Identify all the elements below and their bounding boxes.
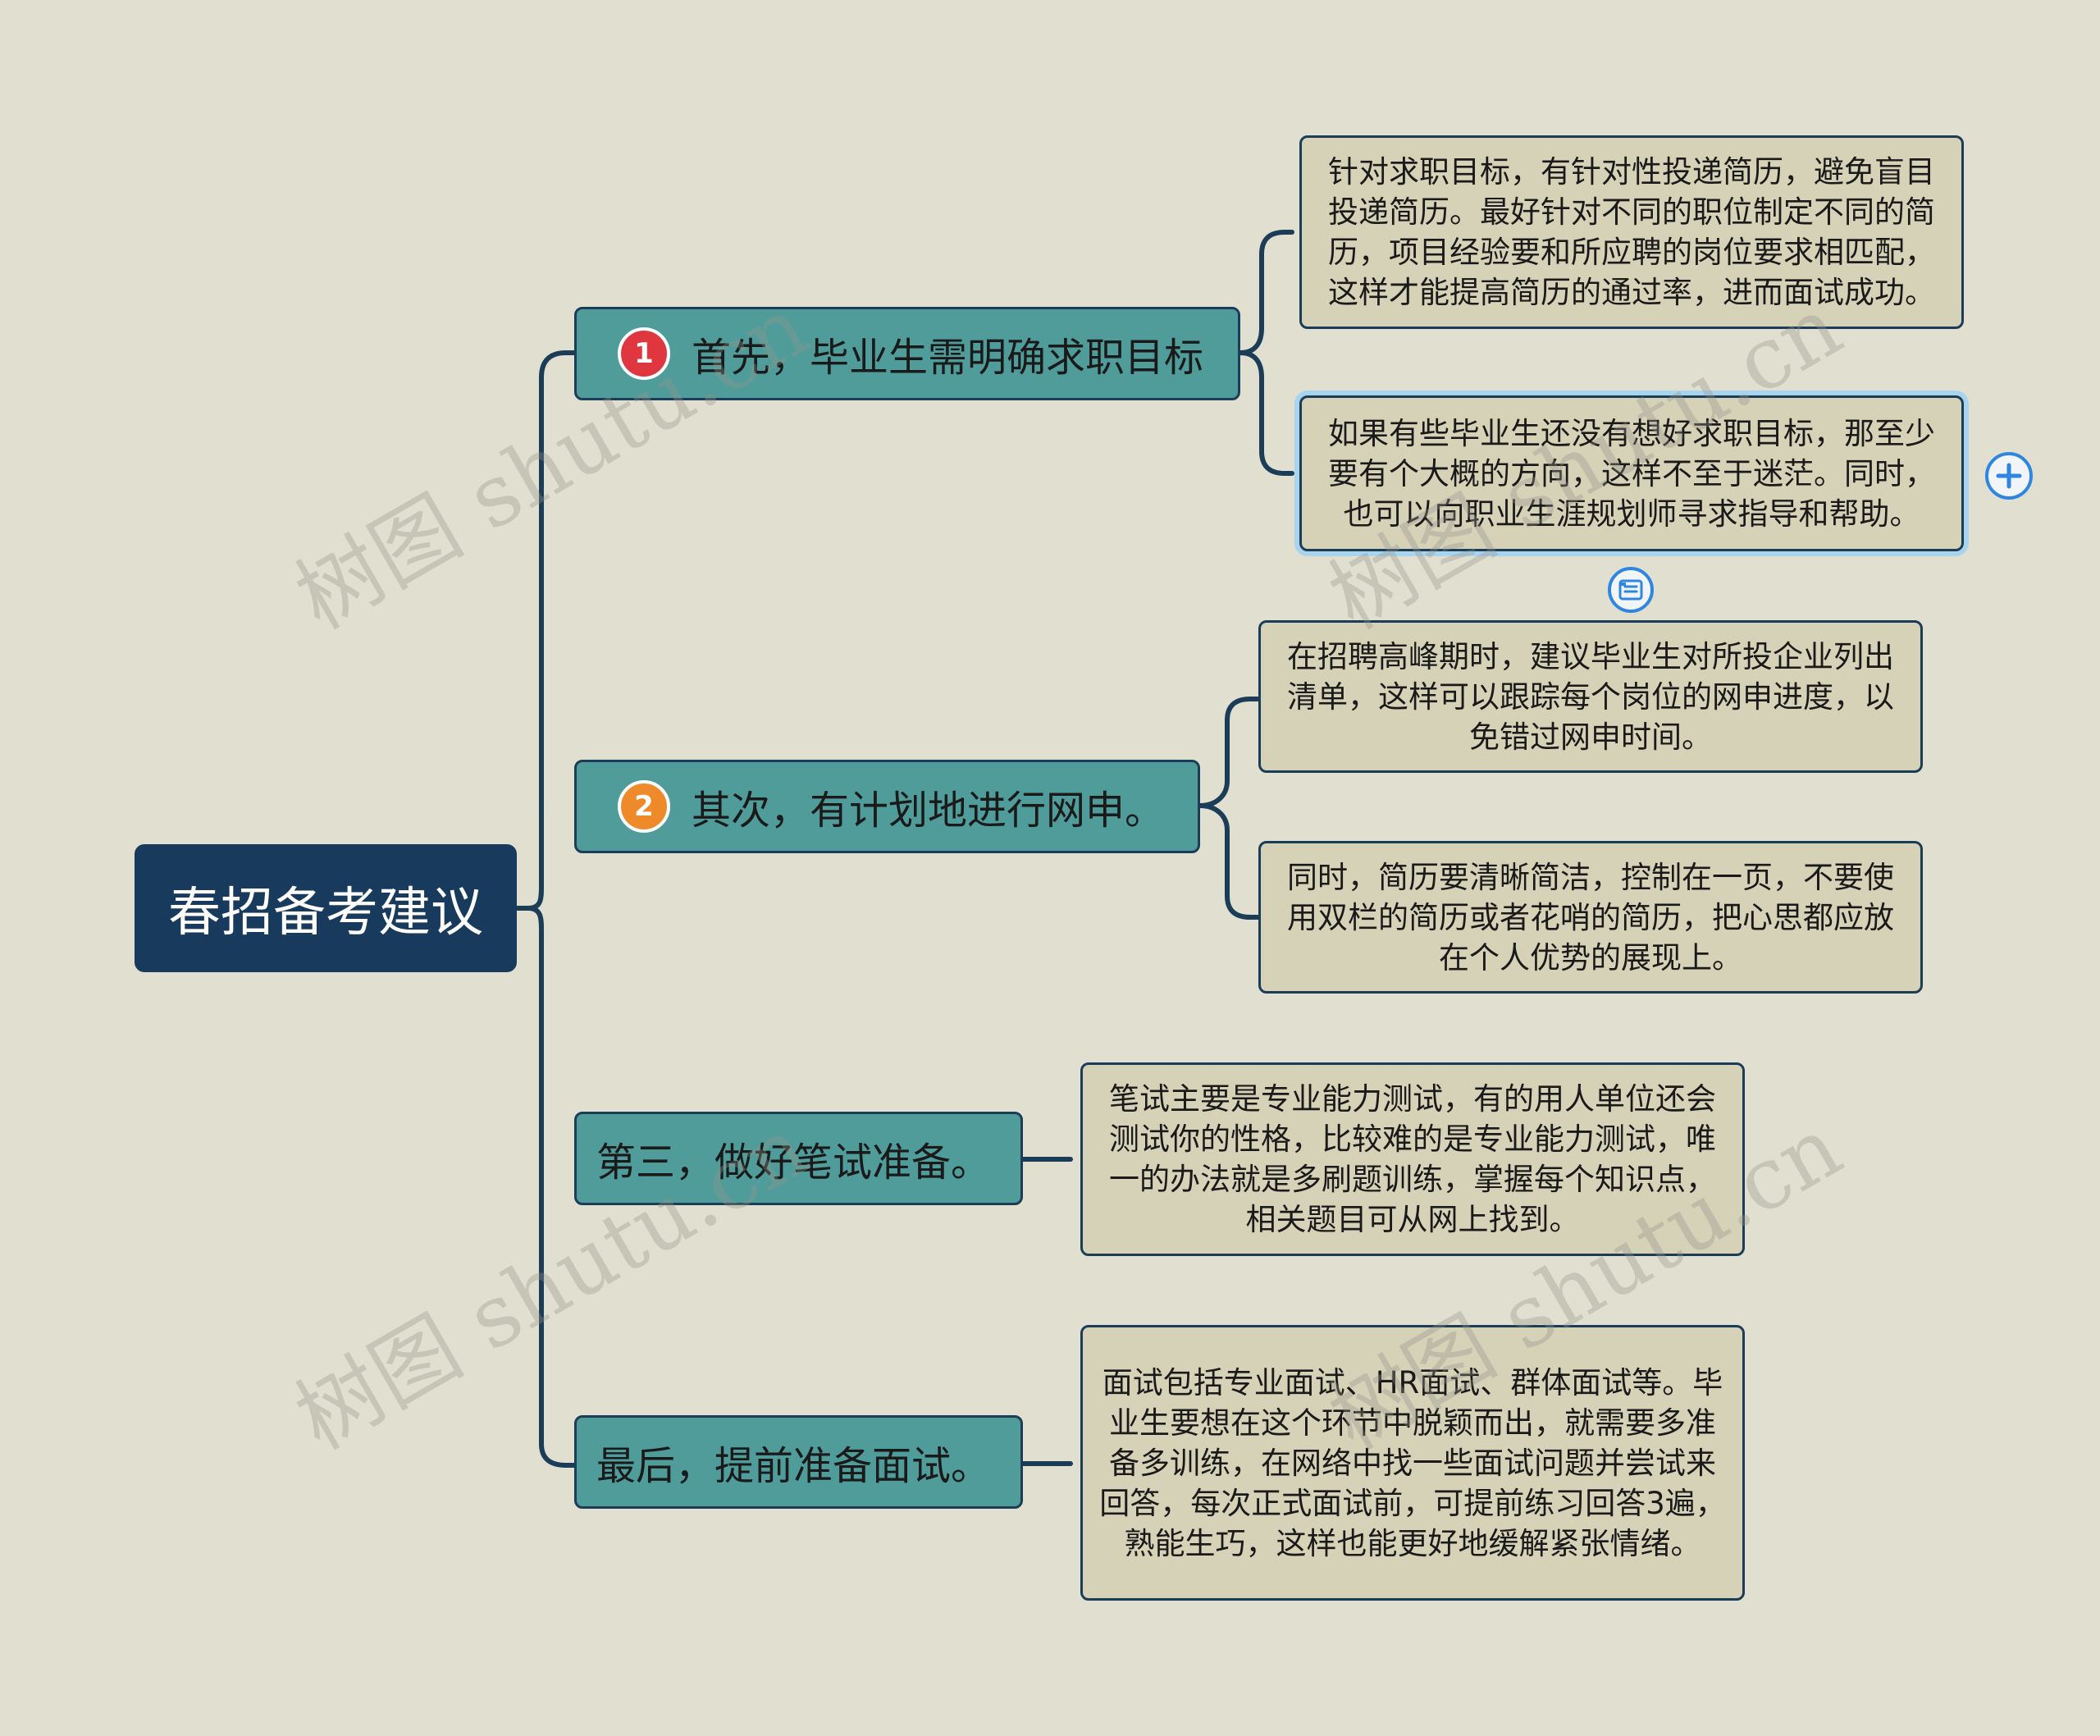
branch-topic-label: 最后，提前准备面试。 bbox=[596, 1443, 991, 1489]
branch-topic-1[interactable]: 1 首先，毕业生需明确求职目标 bbox=[574, 307, 1240, 400]
subtopic-text: 同时，简历要清晰简洁，控制在一页，不要使用双栏的简历或者花哨的简历，把心思都应放… bbox=[1287, 859, 1894, 975]
add-subtopic-icon[interactable] bbox=[1985, 452, 2033, 500]
subtopic-text: 面试包括专业面试、HR面试、群体面试等。毕业生要想在这个环节中脱颖而出，就需要多… bbox=[1099, 1364, 1726, 1561]
subtopic-2-2[interactable]: 同时，简历要清晰简洁，控制在一页，不要使用双栏的简历或者花哨的简历，把心思都应放… bbox=[1258, 841, 1923, 994]
subtopic-1-2[interactable]: 如果有些毕业生还没有想好求职目标，那至少要有个大概的方向，这样不至于迷茫。同时，… bbox=[1299, 395, 1964, 551]
branch-topic-4[interactable]: 最后，提前准备面试。 bbox=[574, 1415, 1023, 1509]
subtopic-3-1[interactable]: 笔试主要是专业能力测试，有的用人单位还会测试你的性格，比较难的是专业能力测试，唯… bbox=[1080, 1062, 1745, 1256]
priority-2-icon: 2 bbox=[618, 780, 670, 833]
subtopic-2-1[interactable]: 在招聘高峰期时，建议毕业生对所投企业列出清单，这样可以跟踪每个岗位的网申进度，以… bbox=[1258, 620, 1923, 773]
branch-topic-label: 其次，有计划地进行网申。 bbox=[692, 788, 1165, 834]
plus-circle-icon bbox=[1996, 463, 2022, 489]
subtopic-text: 在招聘高峰期时，建议毕业生对所投企业列出清单，这样可以跟踪每个岗位的网申进度，以… bbox=[1287, 638, 1894, 755]
priority-1-icon: 1 bbox=[618, 327, 670, 380]
note-icon-glyph bbox=[1618, 579, 1643, 601]
subtopic-text: 如果有些毕业生还没有想好求职目标，那至少要有个大概的方向，这样不至于迷茫。同时，… bbox=[1328, 415, 1935, 532]
root-topic[interactable]: 春招备考建议 bbox=[135, 844, 517, 972]
branch-topic-2[interactable]: 2 其次，有计划地进行网申。 bbox=[574, 760, 1200, 853]
subtopic-text: 笔试主要是专业能力测试，有的用人单位还会测试你的性格，比较难的是专业能力测试，唯… bbox=[1109, 1081, 1716, 1237]
subtopic-text: 针对求职目标，有针对性投递简历，避免盲目投递简历。最好针对不同的职位制定不同的简… bbox=[1328, 154, 1935, 310]
branch-topic-3[interactable]: 第三，做好笔试准备。 bbox=[574, 1112, 1023, 1205]
subtopic-4-1[interactable]: 面试包括专业面试、HR面试、群体面试等。毕业生要想在这个环节中脱颖而出，就需要多… bbox=[1080, 1325, 1745, 1601]
subtopic-1-1[interactable]: 针对求职目标，有针对性投递简历，避免盲目投递简历。最好针对不同的职位制定不同的简… bbox=[1299, 135, 1964, 329]
branch-topic-label: 第三，做好笔试准备。 bbox=[596, 1140, 991, 1186]
branch-topic-label: 首先，毕业生需明确求职目标 bbox=[692, 335, 1204, 381]
root-topic-label: 春招备考建议 bbox=[168, 883, 483, 943]
note-icon[interactable] bbox=[1608, 567, 1654, 613]
